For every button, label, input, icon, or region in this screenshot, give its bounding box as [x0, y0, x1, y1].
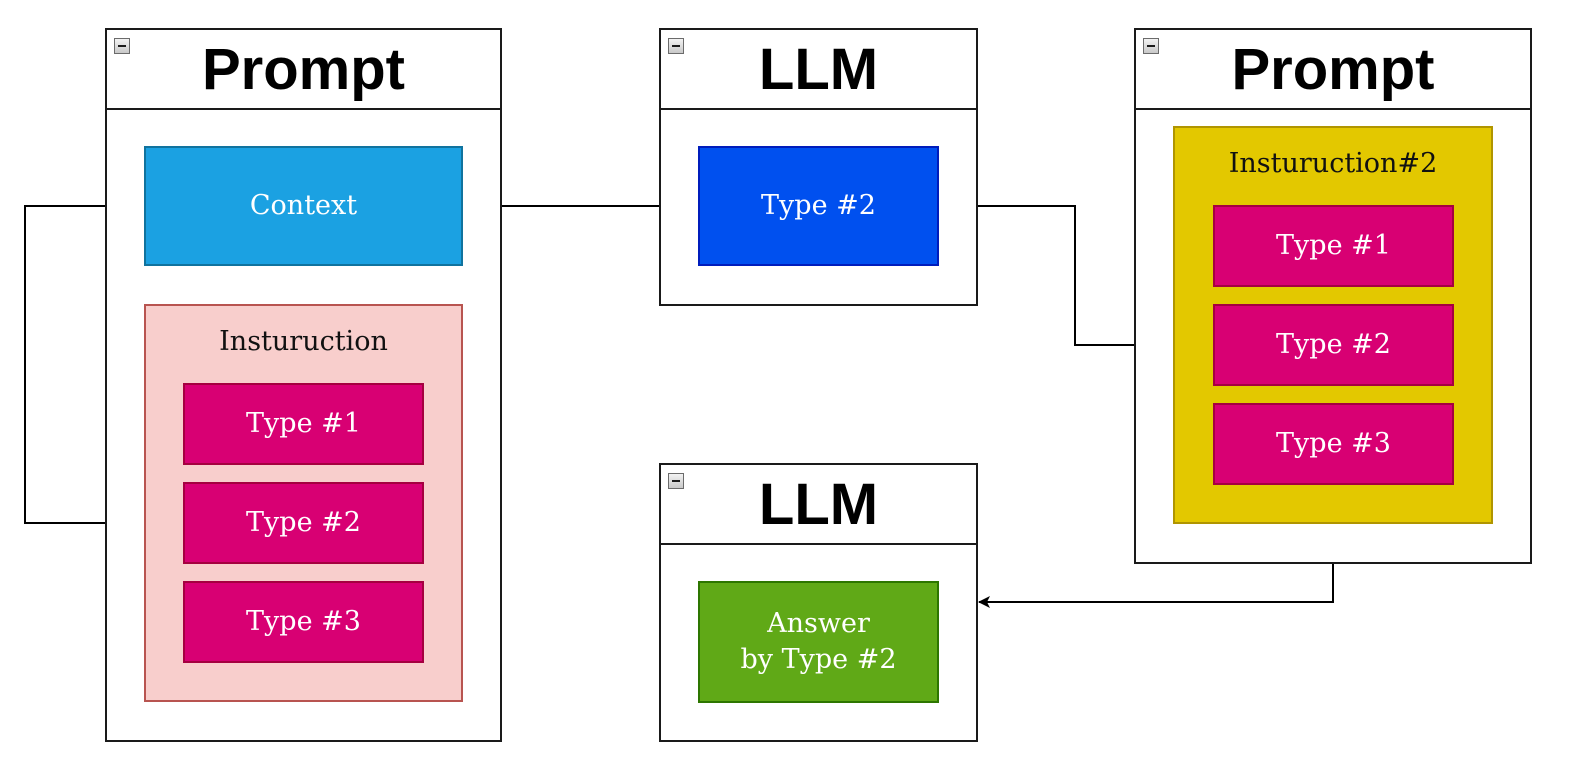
prompt2-type3-node[interactable]: Type #3	[1213, 403, 1454, 485]
edge-type2-to-context[interactable]	[24, 200, 145, 524]
prompt1-type2-node[interactable]: Type #2	[183, 482, 424, 564]
prompt2-type1-node[interactable]: Type #1	[1213, 205, 1454, 287]
llm-container-2-title: LLM	[661, 465, 976, 545]
prompt2-type2-node[interactable]: Type #2	[1213, 304, 1454, 386]
edge-prompt2-to-llm2[interactable]	[978, 564, 1334, 608]
prompt1-type3-node[interactable]: Type #3	[183, 581, 424, 663]
context-node[interactable]: Context	[144, 146, 463, 266]
collapse-icon[interactable]	[1143, 38, 1159, 54]
prompt-container-2-title: Prompt	[1136, 30, 1530, 110]
collapse-icon[interactable]	[114, 38, 130, 54]
collapse-icon[interactable]	[668, 38, 684, 54]
llm-container-1-title: LLM	[661, 30, 976, 110]
llm1-type2-node[interactable]: Type #2	[698, 146, 939, 266]
prompt-container-1-title: Prompt	[107, 30, 500, 110]
instruction-group-1-label: Insturuction	[219, 326, 388, 357]
answer-node[interactable]: Answer by Type #2	[698, 581, 939, 703]
collapse-icon[interactable]	[668, 473, 684, 489]
instruction-group-2-label: Insturuction#2	[1228, 148, 1438, 179]
prompt1-type1-node[interactable]: Type #1	[183, 383, 424, 465]
